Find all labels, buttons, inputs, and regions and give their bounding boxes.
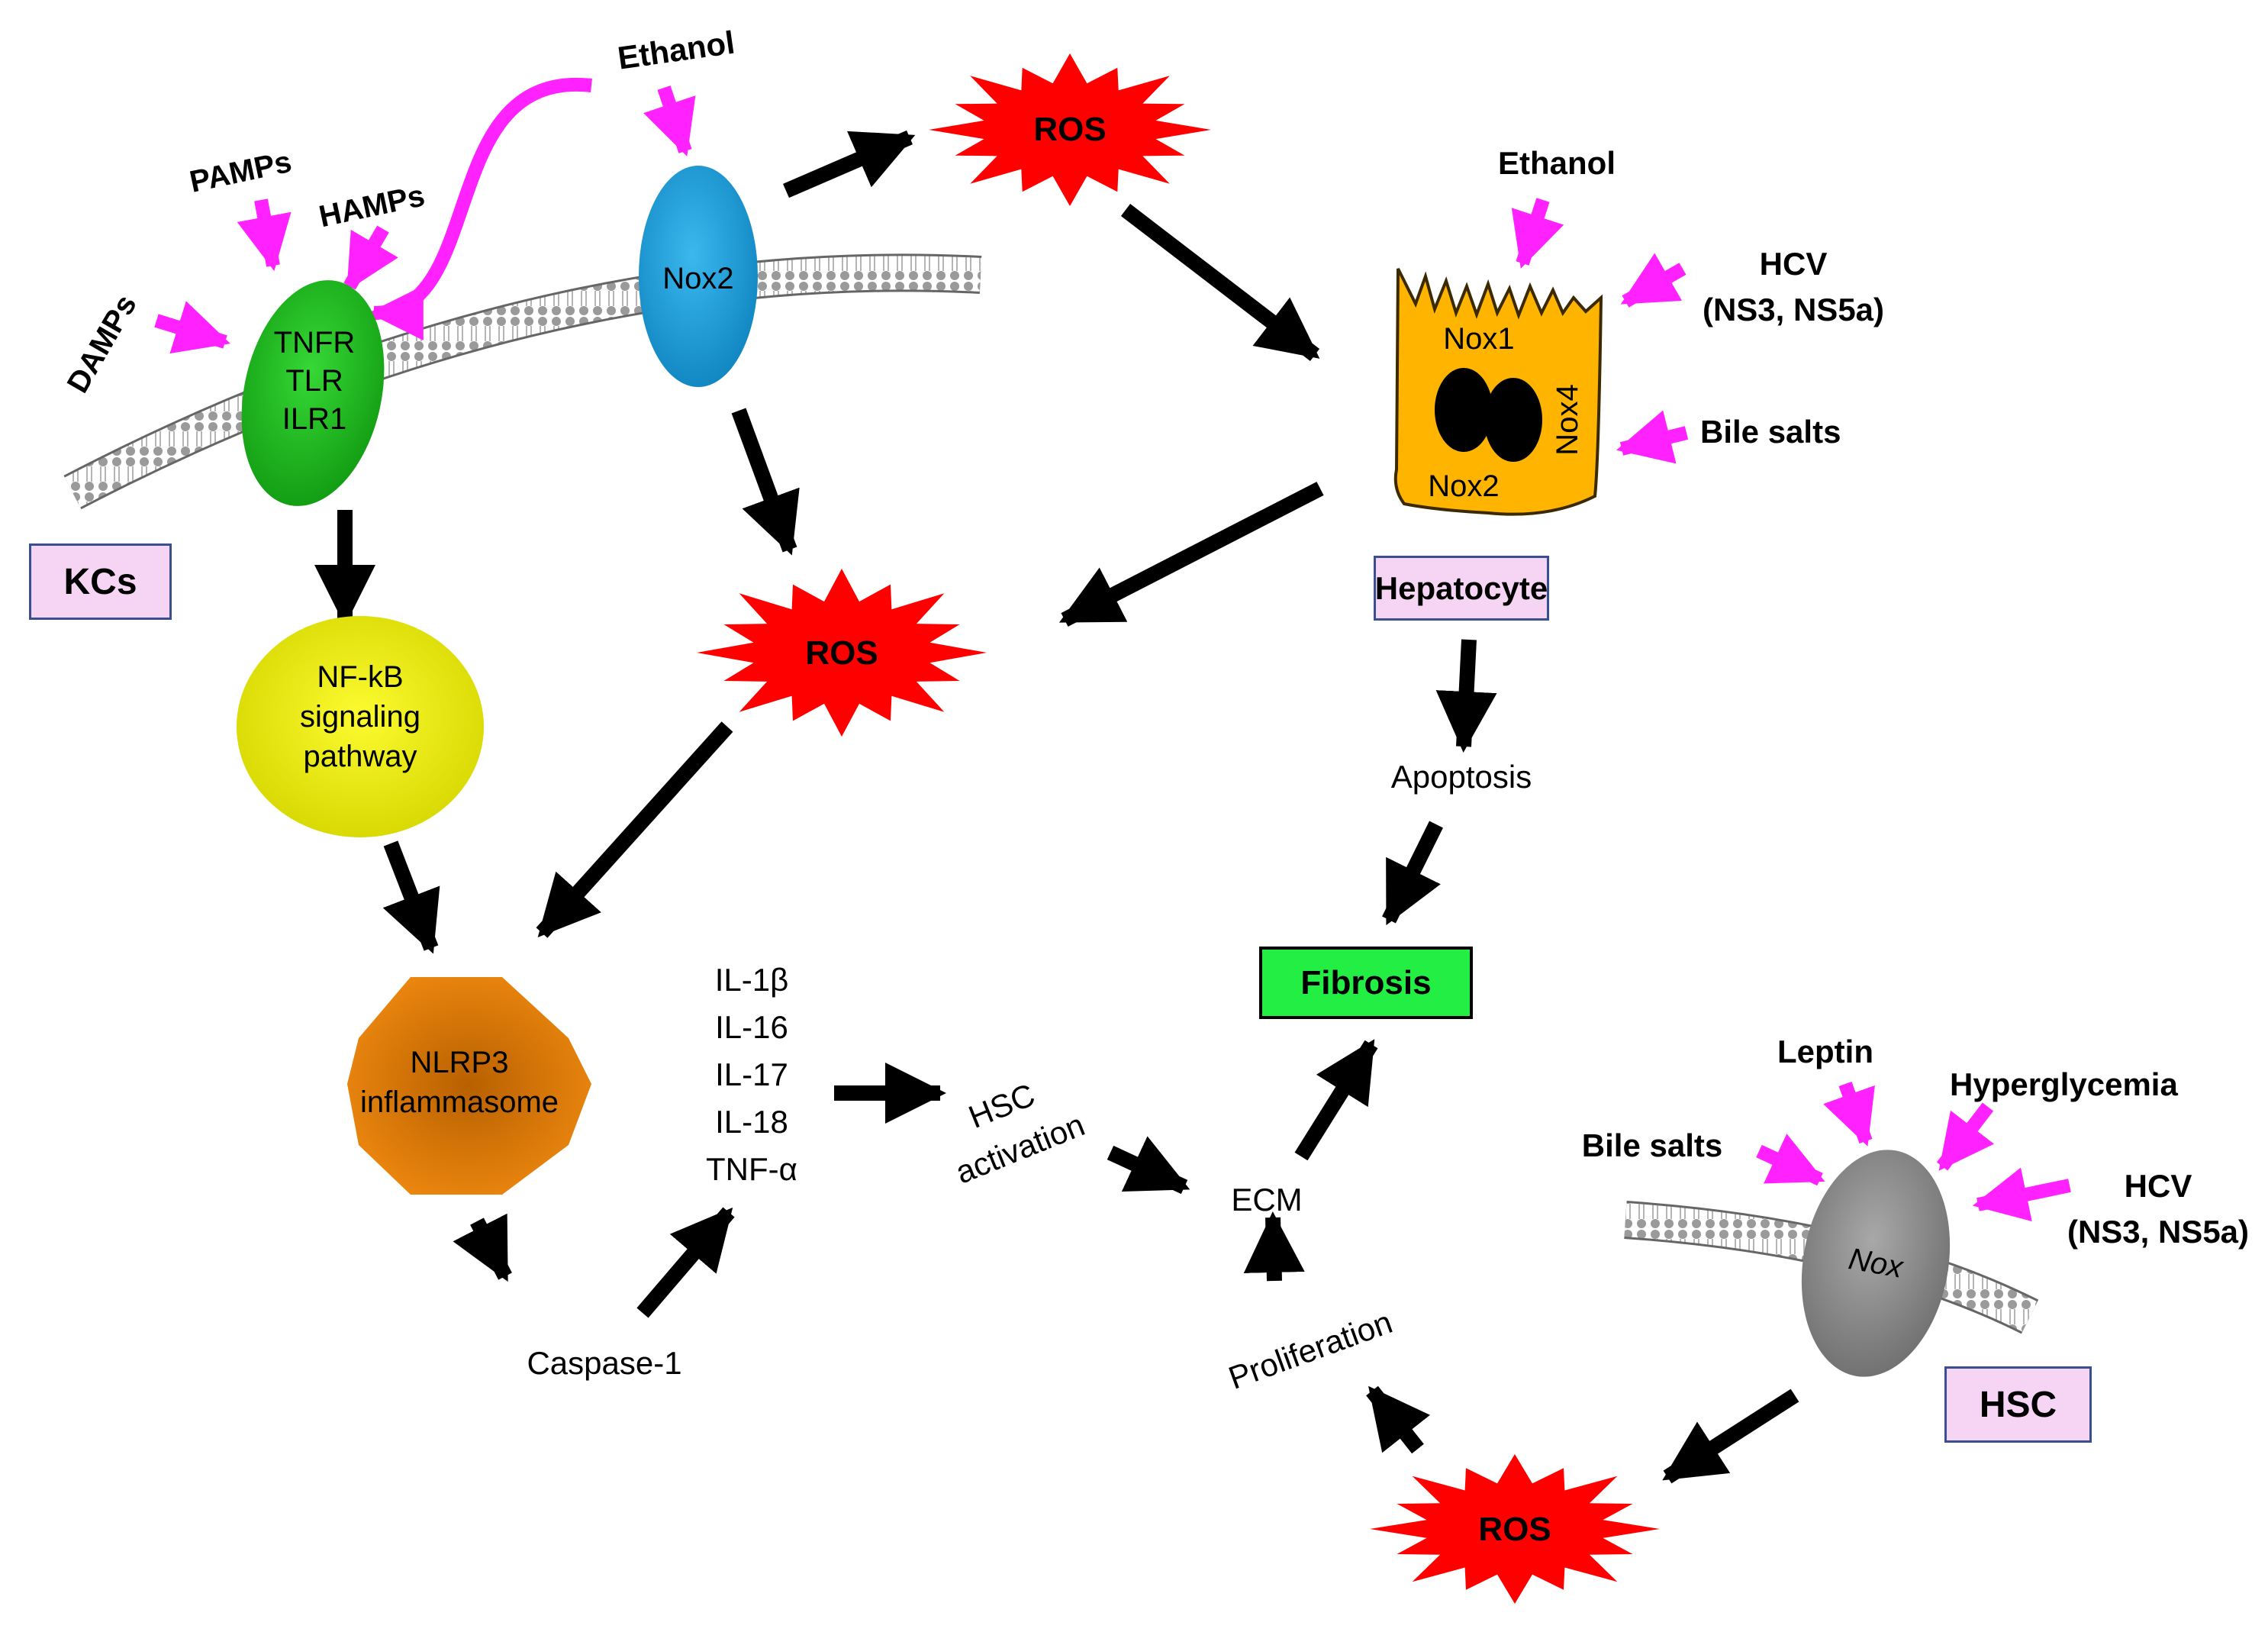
ecm-label: ECM (1231, 1182, 1302, 1218)
arrow-caspase-to-cytokines (636, 1207, 735, 1318)
fibrosis-box: Fibrosis (1259, 947, 1473, 1019)
arrow-ros-bottom-to-proliferation (1366, 1385, 1431, 1454)
ros-top-label: ROS (1033, 111, 1106, 148)
hcv-hsc-arrow (1972, 1167, 2071, 1222)
caspase-label: Caspase-1 (527, 1345, 681, 1381)
hamps-arrow (343, 225, 398, 292)
bile-salts-hsc-arrow (1756, 1134, 1825, 1186)
pathway-arrows (314, 130, 1799, 1484)
ros-bottom-label: ROS (1478, 1511, 1551, 1548)
hepatocyte-nucleus-left (1435, 368, 1493, 452)
arrow-proliferation-to-ecm (1243, 1211, 1305, 1282)
apoptosis-label: Apoptosis (1391, 759, 1532, 795)
cytokine-tnfa: TNF-α (706, 1151, 797, 1187)
hcv-hepatocyte-arrow (1620, 253, 1687, 308)
arrow-nox2-to-ros-middle (731, 408, 800, 556)
arrow-hepatocyte-to-apoptosis (1435, 639, 1497, 753)
ethanol-hepatocyte-arrow (1511, 198, 1564, 269)
hcv-hepatocyte-label-2: (NS3, NS5a) (1703, 292, 1884, 327)
hyperglycemia-arrow (1936, 1102, 1995, 1171)
leptin-arrow (1823, 1081, 1875, 1147)
hepatocyte-nox2: Nox2 (1428, 469, 1499, 503)
nfkb-label-2: signaling (300, 700, 420, 734)
arrow-hsc-activation-to-ecm (1107, 1136, 1190, 1195)
ethanol-nox2-arrow (643, 85, 696, 156)
hcv-hsc-label-1: HCV (2125, 1168, 2192, 1204)
damps-label: DAMPs (61, 289, 143, 398)
hepatocyte-stimulus-arrows (1511, 198, 1689, 464)
arrow-ros-middle-to-nlrp3 (536, 721, 733, 938)
leptin-label: Leptin (1777, 1034, 1873, 1069)
kc-tag: KCs (29, 543, 172, 620)
hsc-stimulus-arrows (1756, 1081, 2071, 1222)
arrow-ecm-to-fibrosis (1294, 1039, 1378, 1161)
ros-burst-top (929, 53, 1211, 206)
hepatocyte-tag: Hepatocyte (1374, 556, 1549, 621)
hamps-label: HAMPs (316, 179, 427, 234)
ros-burst-middle (697, 569, 987, 737)
pamps-label: PAMPs (187, 145, 295, 199)
ethanol-kc-curve-arrow (368, 77, 592, 340)
bile-salts-hsc-label: Bile salts (1582, 1127, 1722, 1163)
arrow-nlrp3-to-caspase (453, 1213, 512, 1282)
receptor-label-tnfr: TNFR (274, 326, 356, 360)
bile-salts-hepatocyte-label: Bile salts (1700, 414, 1841, 450)
ros-burst-bottom (1370, 1454, 1660, 1604)
nlrp3-octagon (347, 977, 591, 1195)
ethanol-kc-label: Ethanol (615, 24, 736, 76)
cytokine-il18: IL-18 (715, 1104, 788, 1140)
hepatocyte-nucleus-right (1484, 378, 1542, 462)
hsc-tag: HSC (1944, 1366, 2092, 1443)
cytokine-il1b: IL-1β (715, 962, 789, 998)
nox2-label: Nox2 (662, 262, 733, 295)
receptor-ellipse (241, 280, 385, 506)
receptor-label-ilr1: ILR1 (282, 402, 347, 436)
ros-middle-label: ROS (805, 634, 878, 672)
arrow-apoptosis-to-fibrosis (1382, 821, 1443, 926)
nfkb-ellipse (237, 616, 484, 837)
bile-salts-hepatocyte-arrow (1616, 410, 1689, 464)
nox2-ellipse (639, 166, 758, 387)
hepatocyte-nox1: Nox1 (1443, 322, 1514, 356)
hsc-nox-ellipse (1801, 1150, 1951, 1377)
arrow-hsc-nox-to-ros-bottom (1662, 1388, 1799, 1484)
nlrp3-label-2: inflammasome (360, 1085, 559, 1119)
arrow-hepatocyte-to-ros-middle (1058, 482, 1324, 627)
ethanol-hepatocyte-label: Ethanol (1498, 145, 1616, 181)
pamps-arrow (237, 198, 292, 272)
nlrp3-label-1: NLRP3 (411, 1046, 509, 1079)
receptor-label-tlr: TLR (285, 364, 343, 398)
cytokine-il16: IL-16 (715, 1009, 788, 1045)
arrow-nox2-to-ros-top (783, 130, 916, 198)
hcv-hsc-label-2: (NS3, NS5a) (2067, 1214, 2249, 1250)
cytokine-il17: IL-17 (715, 1056, 788, 1092)
arrow-ros-top-to-hepatocyte (1120, 204, 1320, 361)
nfkb-label-3: pathway (304, 740, 417, 773)
kc-stimulus-arrows (154, 77, 696, 354)
kc-membrane-lipids (64, 256, 982, 508)
arrow-nfkb-to-nlrp3 (382, 840, 440, 954)
damps-arrow (154, 301, 230, 354)
hepatocyte-nox4: Nox4 (1551, 384, 1584, 455)
hyperglycemia-label: Hyperglycemia (1950, 1066, 2178, 1102)
nfkb-label-1: NF-kB (317, 660, 403, 694)
proliferation-label: Proliferation (1224, 1304, 1397, 1396)
hcv-hepatocyte-label-1: HCV (1760, 246, 1828, 282)
